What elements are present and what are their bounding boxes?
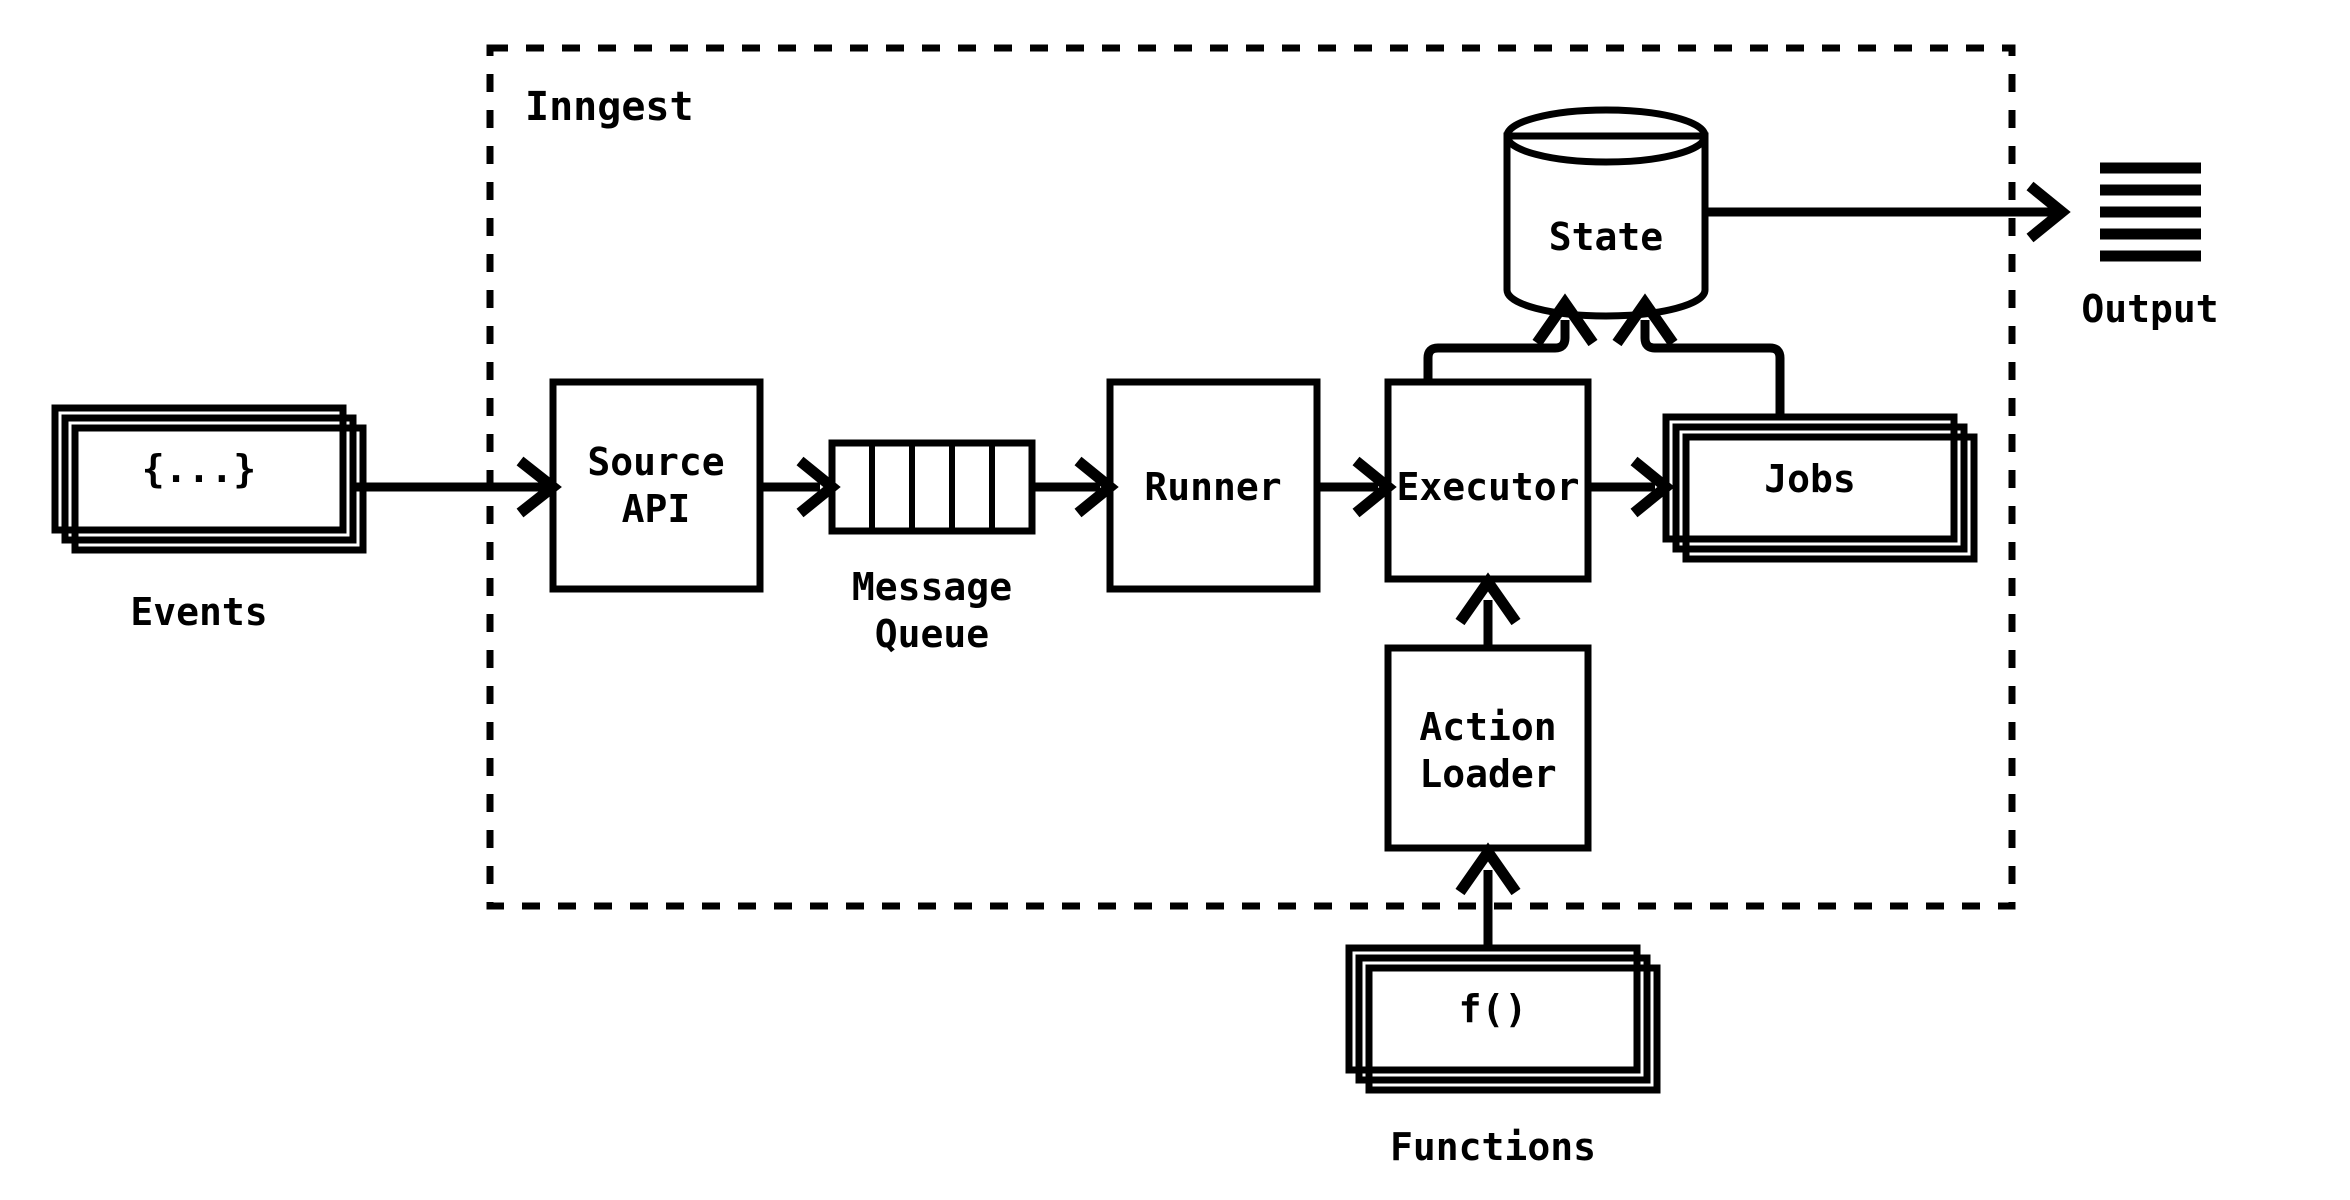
source-api-box — [549, 378, 764, 593]
events-node[interactable]: {...} Events — [51, 404, 367, 634]
functions-stack-icon — [1345, 944, 1661, 1094]
message-queue-node[interactable]: Message Queue — [828, 439, 1036, 656]
arrowhead-icon — [2026, 181, 2071, 243]
executor-label: Executor — [1396, 465, 1579, 509]
functions-caption: Functions — [1390, 1125, 1596, 1169]
functions-stack-layer-3 — [1365, 964, 1661, 1094]
edge-message-queue-to-runner — [1032, 456, 1119, 518]
message-queue-caption-line1: Message — [852, 565, 1012, 609]
output-lines-icon — [2100, 162, 2201, 262]
output-node[interactable]: Output — [2081, 162, 2219, 331]
message-queue-icon — [828, 439, 1036, 535]
message-queue-box — [828, 439, 1036, 535]
state-label: State — [1549, 215, 1663, 259]
events-caption: Events — [130, 590, 267, 634]
state-cylinder-body — [1503, 132, 1709, 320]
source-api-label-line1: Source — [587, 440, 724, 484]
jobs-stack-layer-1 — [1662, 413, 1958, 543]
events-node-label: {...} — [142, 447, 256, 491]
edge-functions-to-action-loader — [1455, 842, 1521, 948]
jobs-stack-layer-3 — [1682, 433, 1978, 563]
action-loader-node[interactable]: Action Loader — [1384, 644, 1592, 852]
arrowhead-icon — [1455, 572, 1521, 626]
edge-source-api-to-message-queue — [760, 456, 841, 518]
action-loader-label-line1: Action — [1419, 705, 1556, 749]
edge-runner-to-executor — [1317, 456, 1397, 518]
action-loader-label-line2: Loader — [1419, 752, 1556, 796]
arrowhead-icon — [1612, 293, 1678, 347]
functions-stack-layer-2 — [1355, 954, 1651, 1084]
source-api-label-line2: API — [622, 487, 691, 531]
inngest-group-label: Inngest — [525, 84, 694, 130]
functions-stack-layer-1 — [1345, 944, 1641, 1074]
output-caption: Output — [2081, 287, 2218, 331]
inngest-group-container: Inngest — [486, 44, 2016, 910]
executor-node[interactable]: Executor — [1384, 378, 1592, 583]
state-cylinder-top — [1503, 106, 1709, 166]
message-queue-caption-line2: Queue — [875, 612, 989, 656]
arrowhead-icon — [1455, 842, 1521, 896]
edge-executor-to-jobs — [1588, 456, 1675, 518]
edge-jobs-to-state — [1612, 293, 1785, 417]
arrowhead-icon — [1532, 293, 1598, 347]
jobs-node[interactable]: Jobs — [1662, 413, 1978, 563]
state-node[interactable]: State — [1503, 106, 1709, 320]
functions-node[interactable]: f() Functions — [1345, 944, 1661, 1169]
runner-label: Runner — [1144, 465, 1281, 509]
events-stack-layer-2 — [61, 414, 357, 544]
jobs-stack-icon — [1662, 413, 1978, 563]
jobs-stack-layer-2 — [1672, 423, 1968, 553]
inngest-group-border — [486, 44, 2016, 910]
edge-action-loader-to-executor — [1455, 572, 1521, 648]
events-stack-layer-1 — [51, 404, 347, 534]
runner-node[interactable]: Runner — [1106, 378, 1321, 593]
functions-label: f() — [1459, 987, 1528, 1031]
jobs-label: Jobs — [1764, 457, 1856, 501]
source-api-node[interactable]: Source API — [549, 378, 764, 593]
edge-events-to-source-api — [353, 456, 562, 518]
edge-state-to-output — [1705, 181, 2071, 243]
database-cylinder-icon — [1503, 106, 1709, 320]
edge-executor-to-state — [1423, 293, 1598, 382]
